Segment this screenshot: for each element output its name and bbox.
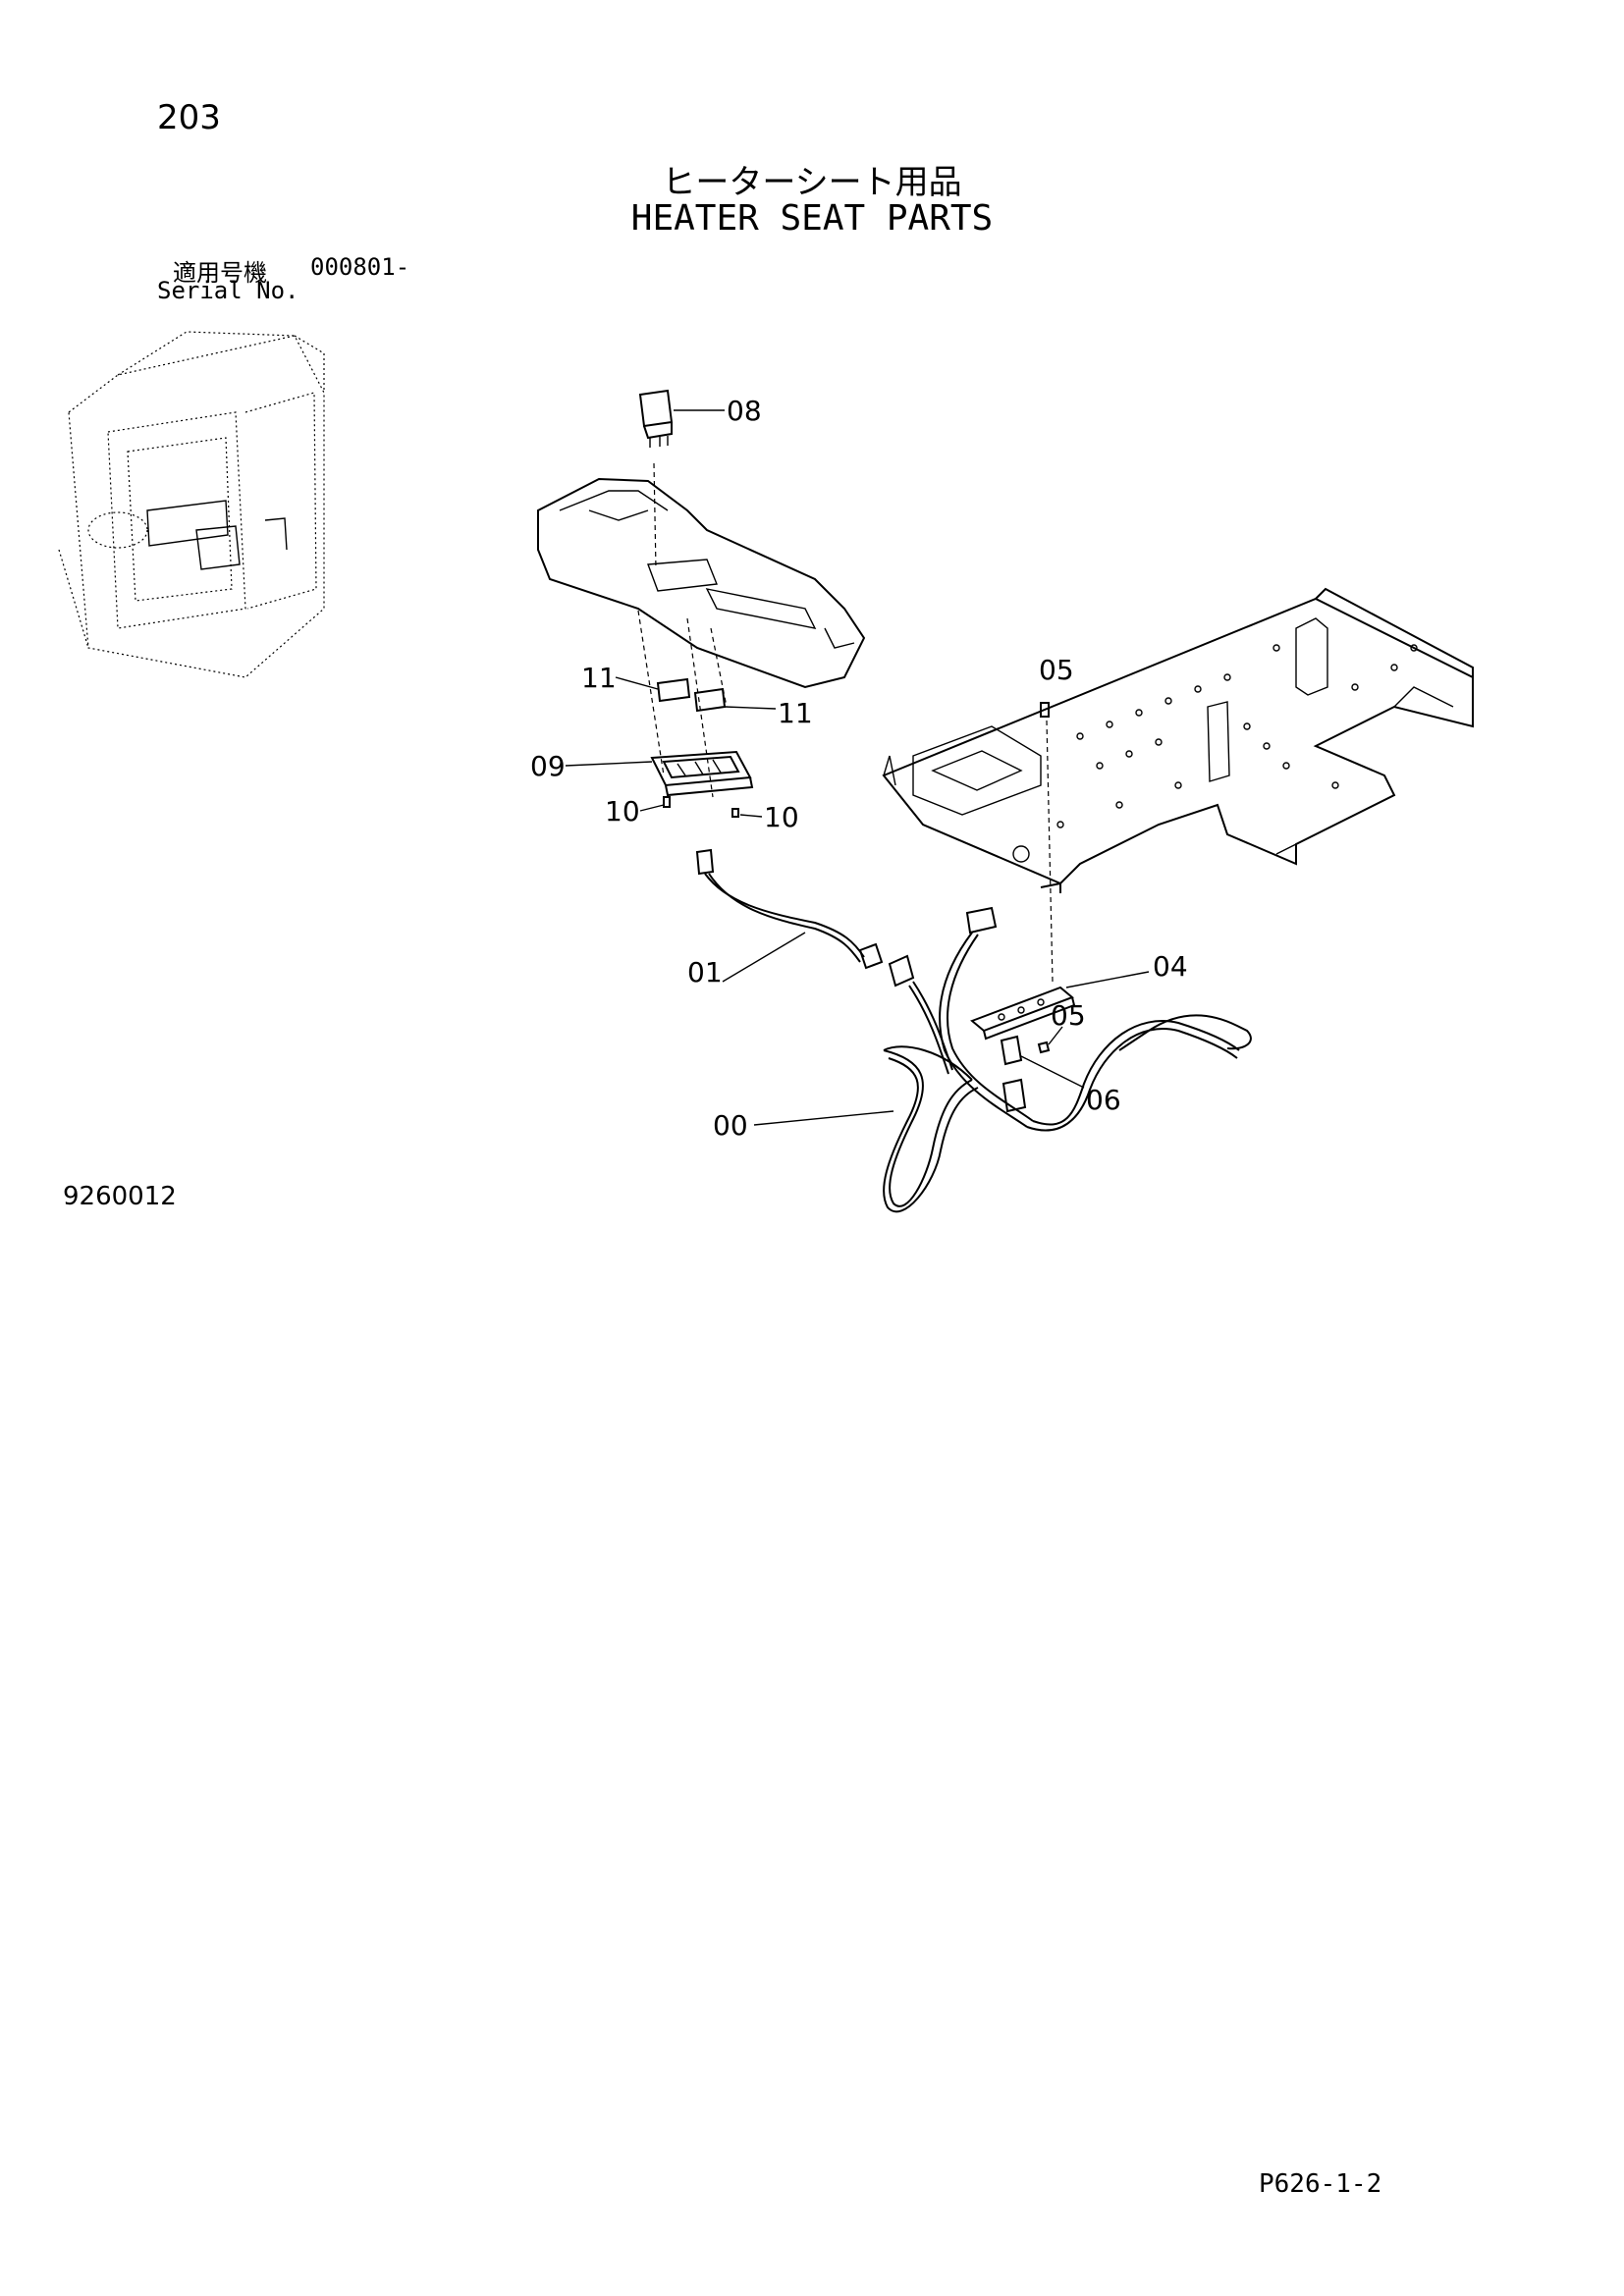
cover-parts (615, 676, 777, 713)
callout-label: 04 (1153, 950, 1188, 983)
harness-part (695, 848, 953, 1075)
callout-labels: 08 11 11 05 09 10 10 01 04 05 06 00 (530, 395, 1188, 1142)
page-title-japanese: ヒーターシート用品 (662, 163, 962, 202)
console-part (537, 462, 866, 798)
callout-label: 01 (687, 956, 723, 988)
callout-label: 05 (1051, 999, 1086, 1032)
clip-part (1000, 1026, 1085, 1113)
page-code: P626-1-2 (1259, 2169, 1382, 2199)
bracket-part (970, 971, 1150, 1041)
callout-label: 05 (1039, 654, 1074, 686)
callout-label: 10 (605, 795, 640, 828)
callout-label: 09 (530, 750, 566, 782)
serial-label: Serial No. (157, 277, 299, 304)
serial-label-japanese: 適用号機 (173, 259, 267, 287)
figure-number: 9260012 (63, 1182, 177, 1211)
callout-label: 00 (713, 1109, 748, 1142)
callout-label: 06 (1086, 1084, 1121, 1116)
cab-overview-illustration (58, 331, 325, 678)
page-number: 203 (157, 98, 221, 137)
page-title: HEATER SEAT PARTS (630, 198, 994, 239)
switch-panel-part (565, 750, 754, 797)
callout-label: 11 (581, 662, 617, 694)
callout-label: 10 (764, 801, 799, 833)
serial-range: 000801- (310, 253, 410, 281)
callout-label: 08 (727, 395, 762, 427)
callout-label: 11 (778, 697, 813, 729)
screw-parts (639, 796, 763, 818)
switch-part (638, 389, 725, 448)
floor-plate-assembly (882, 587, 1474, 983)
